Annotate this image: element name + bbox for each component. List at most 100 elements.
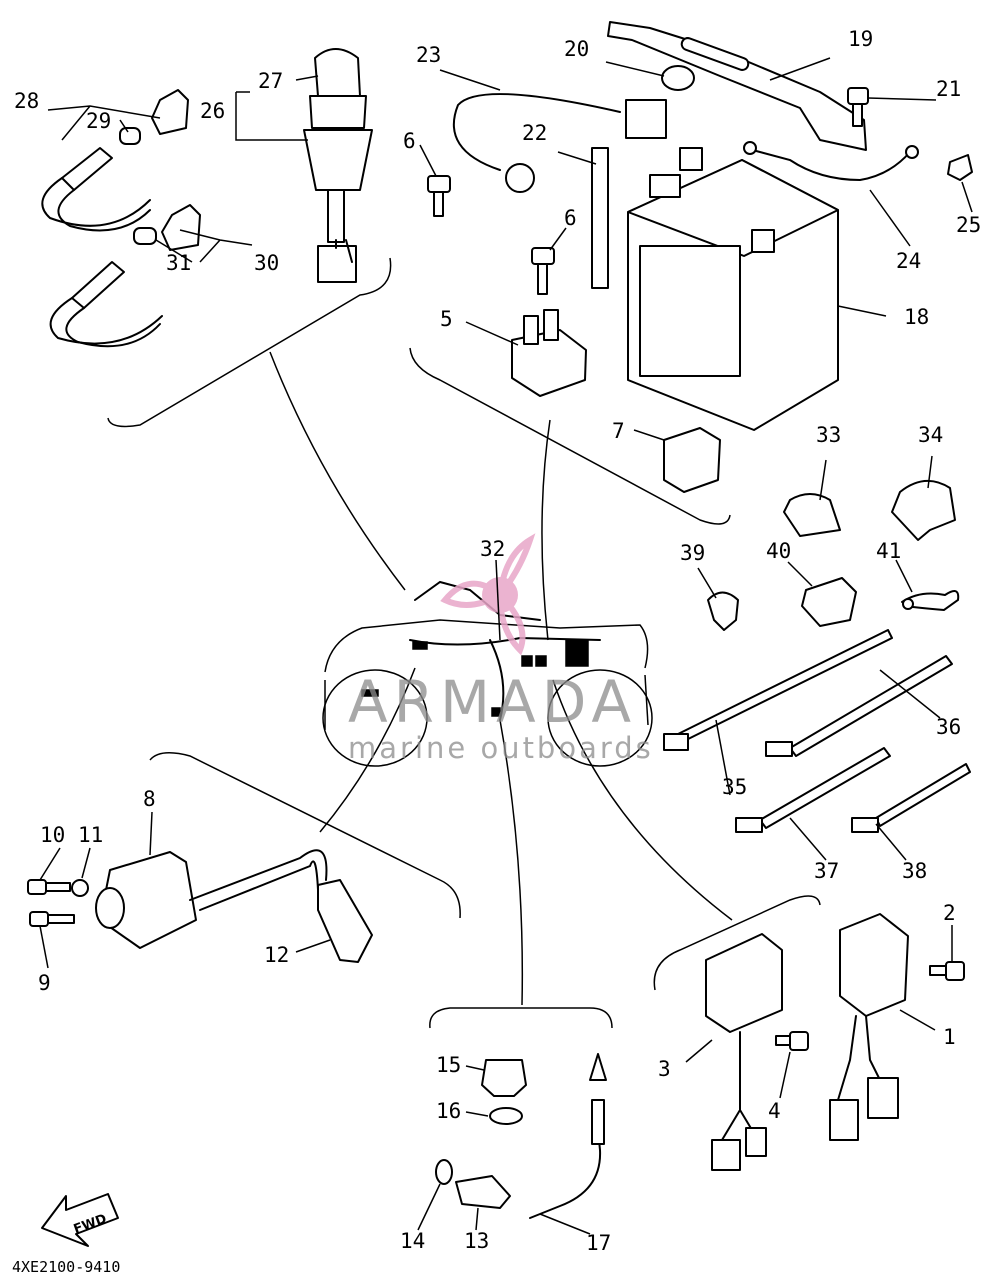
leader-thermo-to-frame	[499, 719, 524, 1006]
part-clamp-33	[783, 493, 841, 537]
callout-6a: 6	[403, 129, 416, 153]
part-ignition-coil-8	[95, 851, 197, 949]
callout-27: 27	[258, 69, 283, 93]
callout-22: 22	[522, 121, 547, 145]
part-thermo-switch-15	[481, 1059, 527, 1097]
part-clip-41	[901, 590, 960, 612]
part-cable-tie-36	[765, 655, 953, 757]
group-bracket-switches	[107, 257, 392, 428]
part-cap-20	[661, 65, 695, 91]
callout-32: 32	[480, 537, 505, 561]
callout-35: 35	[722, 775, 747, 799]
part-bolt-21	[847, 87, 869, 127]
callout-31: 31	[166, 251, 191, 275]
callout-18: 18	[904, 305, 929, 329]
part-lead-17	[529, 1053, 607, 1219]
callout-3: 3	[658, 1057, 671, 1081]
callout-10: 10	[40, 823, 65, 847]
callout-28: 28	[14, 89, 39, 113]
part-gasket-14	[435, 1159, 453, 1185]
callout-29: 29	[86, 109, 111, 133]
callout-39: 39	[680, 541, 705, 565]
callout-leaders	[39, 57, 973, 1235]
document-code: 4XE2100-9410	[12, 1258, 120, 1276]
callout-15: 15	[436, 1053, 461, 1077]
part-relay-7	[663, 427, 721, 493]
callout-9: 9	[38, 971, 51, 995]
part-cdi-unit-1	[829, 913, 909, 1141]
part-sensor-31	[49, 204, 201, 348]
callout-38: 38	[902, 859, 927, 883]
part-cap-25	[947, 154, 973, 181]
part-cable-23	[452, 93, 667, 193]
leader-battery-to-frame	[541, 419, 551, 641]
leader-rectifier-to-frame	[552, 679, 733, 921]
part-sensor-29	[41, 89, 189, 232]
callout-36: 36	[936, 715, 961, 739]
group-bracket-rectifier	[653, 895, 821, 991]
part-washer-11	[71, 879, 89, 897]
callout-12: 12	[264, 943, 289, 967]
callout-17: 17	[586, 1231, 611, 1255]
part-battery-band-19	[607, 21, 867, 151]
part-gasket-16	[489, 1107, 523, 1125]
callout-2: 2	[943, 901, 956, 925]
part-bolt-9	[29, 911, 75, 927]
callout-41: 41	[876, 539, 901, 563]
part-sensor-13	[455, 1175, 511, 1209]
callout-20: 20	[564, 37, 589, 61]
part-tube-22	[591, 147, 609, 289]
callout-24: 24	[896, 249, 921, 273]
group-bracket-ignition	[149, 752, 461, 919]
part-clamp-40	[801, 577, 857, 627]
part-cable-tie-37	[735, 747, 891, 833]
callout-40: 40	[766, 539, 791, 563]
callout-5: 5	[440, 307, 453, 331]
callout-25: 25	[956, 213, 981, 237]
part-clamp-34	[891, 480, 956, 541]
group-bracket-battery	[409, 347, 731, 525]
callout-labels: 1 2 3 4 5 6 6 7 8 9 10 11 12 13 14 15 16…	[14, 27, 981, 1255]
callout-13: 13	[464, 1229, 489, 1253]
part-plug-cap-12	[189, 849, 373, 963]
part-bolt-6a	[427, 175, 451, 217]
part-bolt-6b	[531, 247, 555, 295]
leader-ignition-to-frame	[319, 667, 416, 833]
watermark-brand: ARMADA	[348, 668, 637, 736]
callout-16: 16	[436, 1099, 461, 1123]
forward-direction-arrow: FWD	[41, 1193, 119, 1247]
part-rectifier-3	[705, 933, 783, 1171]
vehicle-outline	[322, 580, 653, 767]
callout-8: 8	[143, 787, 156, 811]
part-battery-18	[627, 147, 839, 431]
part-starter-relay-5	[511, 309, 587, 397]
callout-4: 4	[768, 1099, 781, 1123]
part-bolt-2	[929, 961, 965, 981]
callout-33: 33	[816, 423, 841, 447]
callout-26: 26	[200, 99, 225, 123]
callout-37: 37	[814, 859, 839, 883]
part-clamp-39	[707, 591, 739, 631]
part-cable-tie-35	[663, 629, 893, 751]
callout-23: 23	[416, 43, 441, 67]
watermark-logo	[440, 533, 536, 656]
part-battery-lead-24	[743, 141, 919, 182]
callout-14: 14	[400, 1229, 425, 1253]
part-cable-tie-38	[851, 763, 971, 833]
callout-34: 34	[918, 423, 943, 447]
callout-21: 21	[936, 77, 961, 101]
part-bolt-4	[775, 1031, 809, 1051]
callout-11: 11	[78, 823, 103, 847]
callout-19: 19	[848, 27, 873, 51]
part-main-switch-26	[303, 48, 373, 283]
watermark-tagline: marine outboards	[348, 731, 654, 765]
callout-6b: 6	[564, 206, 577, 230]
callout-30: 30	[254, 251, 279, 275]
callout-1: 1	[943, 1025, 956, 1049]
callout-7: 7	[612, 419, 625, 443]
part-bolt-10	[27, 879, 71, 895]
group-bracket-thermo	[429, 1007, 613, 1029]
leader-switches-to-frame	[269, 351, 406, 591]
